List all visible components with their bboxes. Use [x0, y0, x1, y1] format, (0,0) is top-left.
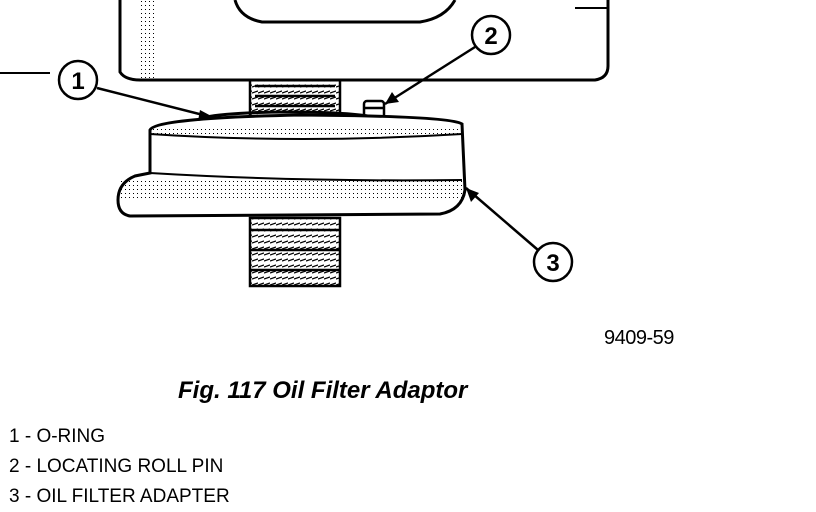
- callout-3-number: 3: [546, 250, 559, 277]
- legend-item-o-ring: 1 - O-RING: [9, 426, 106, 447]
- callout-1: 1: [57, 59, 216, 121]
- callout-2-number: 2: [484, 23, 497, 50]
- oil-filter-adaptor-illustration: 1 2 3: [0, 0, 610, 288]
- figure-code: 9409-59: [604, 327, 674, 349]
- lower-threaded-stud: [248, 216, 342, 288]
- figure-caption: Fig. 117 Oil Filter Adaptor: [178, 377, 468, 404]
- callout-2: 2: [384, 14, 512, 106]
- oil-filter-adapter-body: [116, 113, 467, 218]
- parts-legend: 1 - O-RING 2 - LOCATING ROLL PIN 3 - OIL…: [9, 422, 230, 512]
- legend-item-roll-pin: 2 - LOCATING ROLL PIN: [9, 456, 224, 477]
- callout-3: 3: [465, 187, 574, 283]
- legend-item-adapter: 3 - OIL FILTER ADAPTER: [9, 486, 230, 507]
- callout-1-number: 1: [71, 68, 84, 95]
